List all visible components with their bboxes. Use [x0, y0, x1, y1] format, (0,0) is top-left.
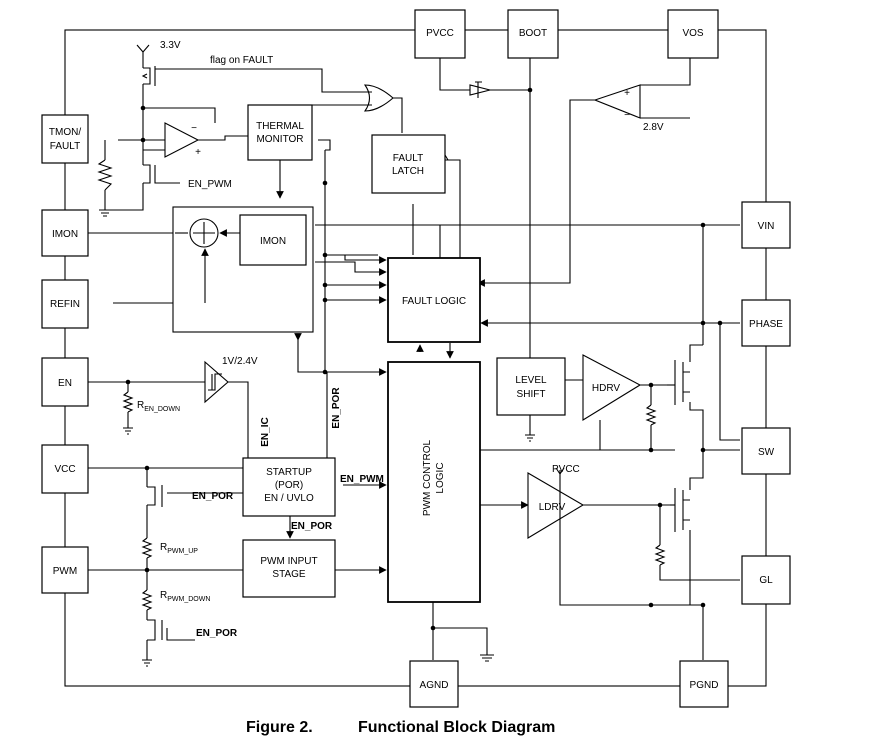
pin-vcc-label: VCC [54, 464, 75, 475]
block-level-shift: LEVEL SHIFT [496, 357, 566, 416]
pin-pgnd-label: PGND [690, 680, 719, 691]
pin-pwm: PWM [41, 546, 89, 594]
pin-sw-label: SW [758, 447, 775, 458]
block-fault-logic: FAULT LOGIC [387, 257, 481, 343]
pin-vin-label: VIN [758, 221, 775, 232]
label-2v8: 2.8V [643, 122, 664, 133]
pin-en-label: EN [58, 378, 72, 389]
label-en-pwm-gate: EN_PWM [188, 179, 232, 190]
thermal-label-2: MONITOR [256, 134, 303, 145]
thermal-comp-plus: + [195, 147, 201, 158]
vos-comp-minus: − [624, 110, 630, 121]
label-3v3: 3.3V [160, 40, 181, 51]
label-r-pwm-down: RPWM_DOWN [160, 590, 210, 603]
pin-refin-label: REFIN [50, 299, 80, 310]
pwm-control-label-2: LOGIC [435, 462, 446, 493]
pin-tmon-label: TMON/ [49, 127, 81, 138]
label-r-en-down: REN_DOWN [137, 400, 180, 413]
ldrv-label: LDRV [539, 502, 566, 513]
block-startup: STARTUP (POR) EN / UVLO [242, 457, 336, 517]
label-en-pwm-bus: EN_PWM [340, 474, 384, 485]
startup-label-1: STARTUP [266, 467, 312, 478]
label-en-por-vertical: EN_POR [331, 387, 342, 429]
pin-imon: IMON [41, 209, 89, 257]
pin-tmon-fault: TMON/ FAULT [41, 114, 89, 164]
pin-boot: BOOT [507, 9, 559, 59]
pin-agnd-label: AGND [420, 680, 449, 691]
label-flag-on-fault: flag on FAULT [210, 55, 273, 66]
pin-vos-label: VOS [682, 28, 703, 39]
thermal-comp-minus: − [191, 123, 197, 134]
caption-figure-number: Figure 2. [246, 719, 313, 736]
pin-agnd: AGND [409, 660, 459, 708]
label-en-por-left: EN_POR [192, 491, 234, 502]
level-shift-label-1: LEVEL [515, 375, 547, 386]
fault-logic-label: FAULT LOGIC [402, 296, 466, 307]
pin-pvcc: PVCC [414, 9, 466, 59]
summing-node [175, 218, 240, 303]
vos-comp-plus: + [624, 88, 630, 99]
label-threshold: 1V/2.4V [222, 356, 258, 367]
label-en-ic: EN_IC [260, 417, 271, 446]
block-fault-latch: FAULT LATCH [371, 134, 446, 194]
block-pwm-control: PWM CONTROL LOGIC [387, 361, 481, 603]
pin-vin: VIN [741, 201, 791, 249]
pin-imon-label: IMON [52, 229, 78, 240]
pin-gl: GL [741, 555, 791, 605]
pin-pgnd: PGND [679, 660, 729, 708]
fault-latch-label-2: LATCH [392, 166, 424, 177]
hdrv-label: HDRV [592, 383, 620, 394]
startup-label-2: (POR) [275, 480, 303, 491]
pin-boot-label: BOOT [519, 28, 547, 39]
label-en-por-below: EN_POR [291, 521, 333, 532]
pin-en: EN [41, 357, 89, 407]
pin-fault-label: FAULT [50, 141, 80, 152]
pin-phase-label: PHASE [749, 319, 783, 330]
pin-phase: PHASE [741, 299, 791, 347]
block-imon-label: IMON [260, 236, 286, 247]
label-en-por-bottom: EN_POR [196, 628, 238, 639]
thermal-label-1: THERMAL [256, 121, 304, 132]
pin-pwm-label: PWM [53, 566, 77, 577]
pin-vos: VOS [667, 9, 719, 59]
pin-vcc: VCC [41, 444, 89, 494]
pwm-control-label-1: PWM CONTROL [422, 440, 433, 517]
pin-sw: SW [741, 427, 791, 475]
pwm-input-label-1: PWM INPUT [260, 556, 317, 567]
label-pvcc-ldrv: PVCC [552, 464, 580, 475]
label-r-pwm-up: RPWM_UP [160, 542, 198, 555]
caption-title: Functional Block Diagram [358, 719, 555, 736]
fault-latch-label-1: FAULT [393, 153, 423, 164]
startup-label-3: EN / UVLO [264, 493, 314, 504]
pin-refin: REFIN [41, 279, 89, 329]
pwm-input-label-2: STAGE [272, 569, 305, 580]
block-pwm-input-stage: PWM INPUT STAGE [242, 539, 336, 598]
pin-gl-label: GL [759, 575, 773, 586]
block-thermal-monitor: THERMAL MONITOR [247, 104, 313, 161]
level-shift-label-2: SHIFT [517, 389, 546, 400]
pin-pvcc-label: PVCC [426, 28, 454, 39]
